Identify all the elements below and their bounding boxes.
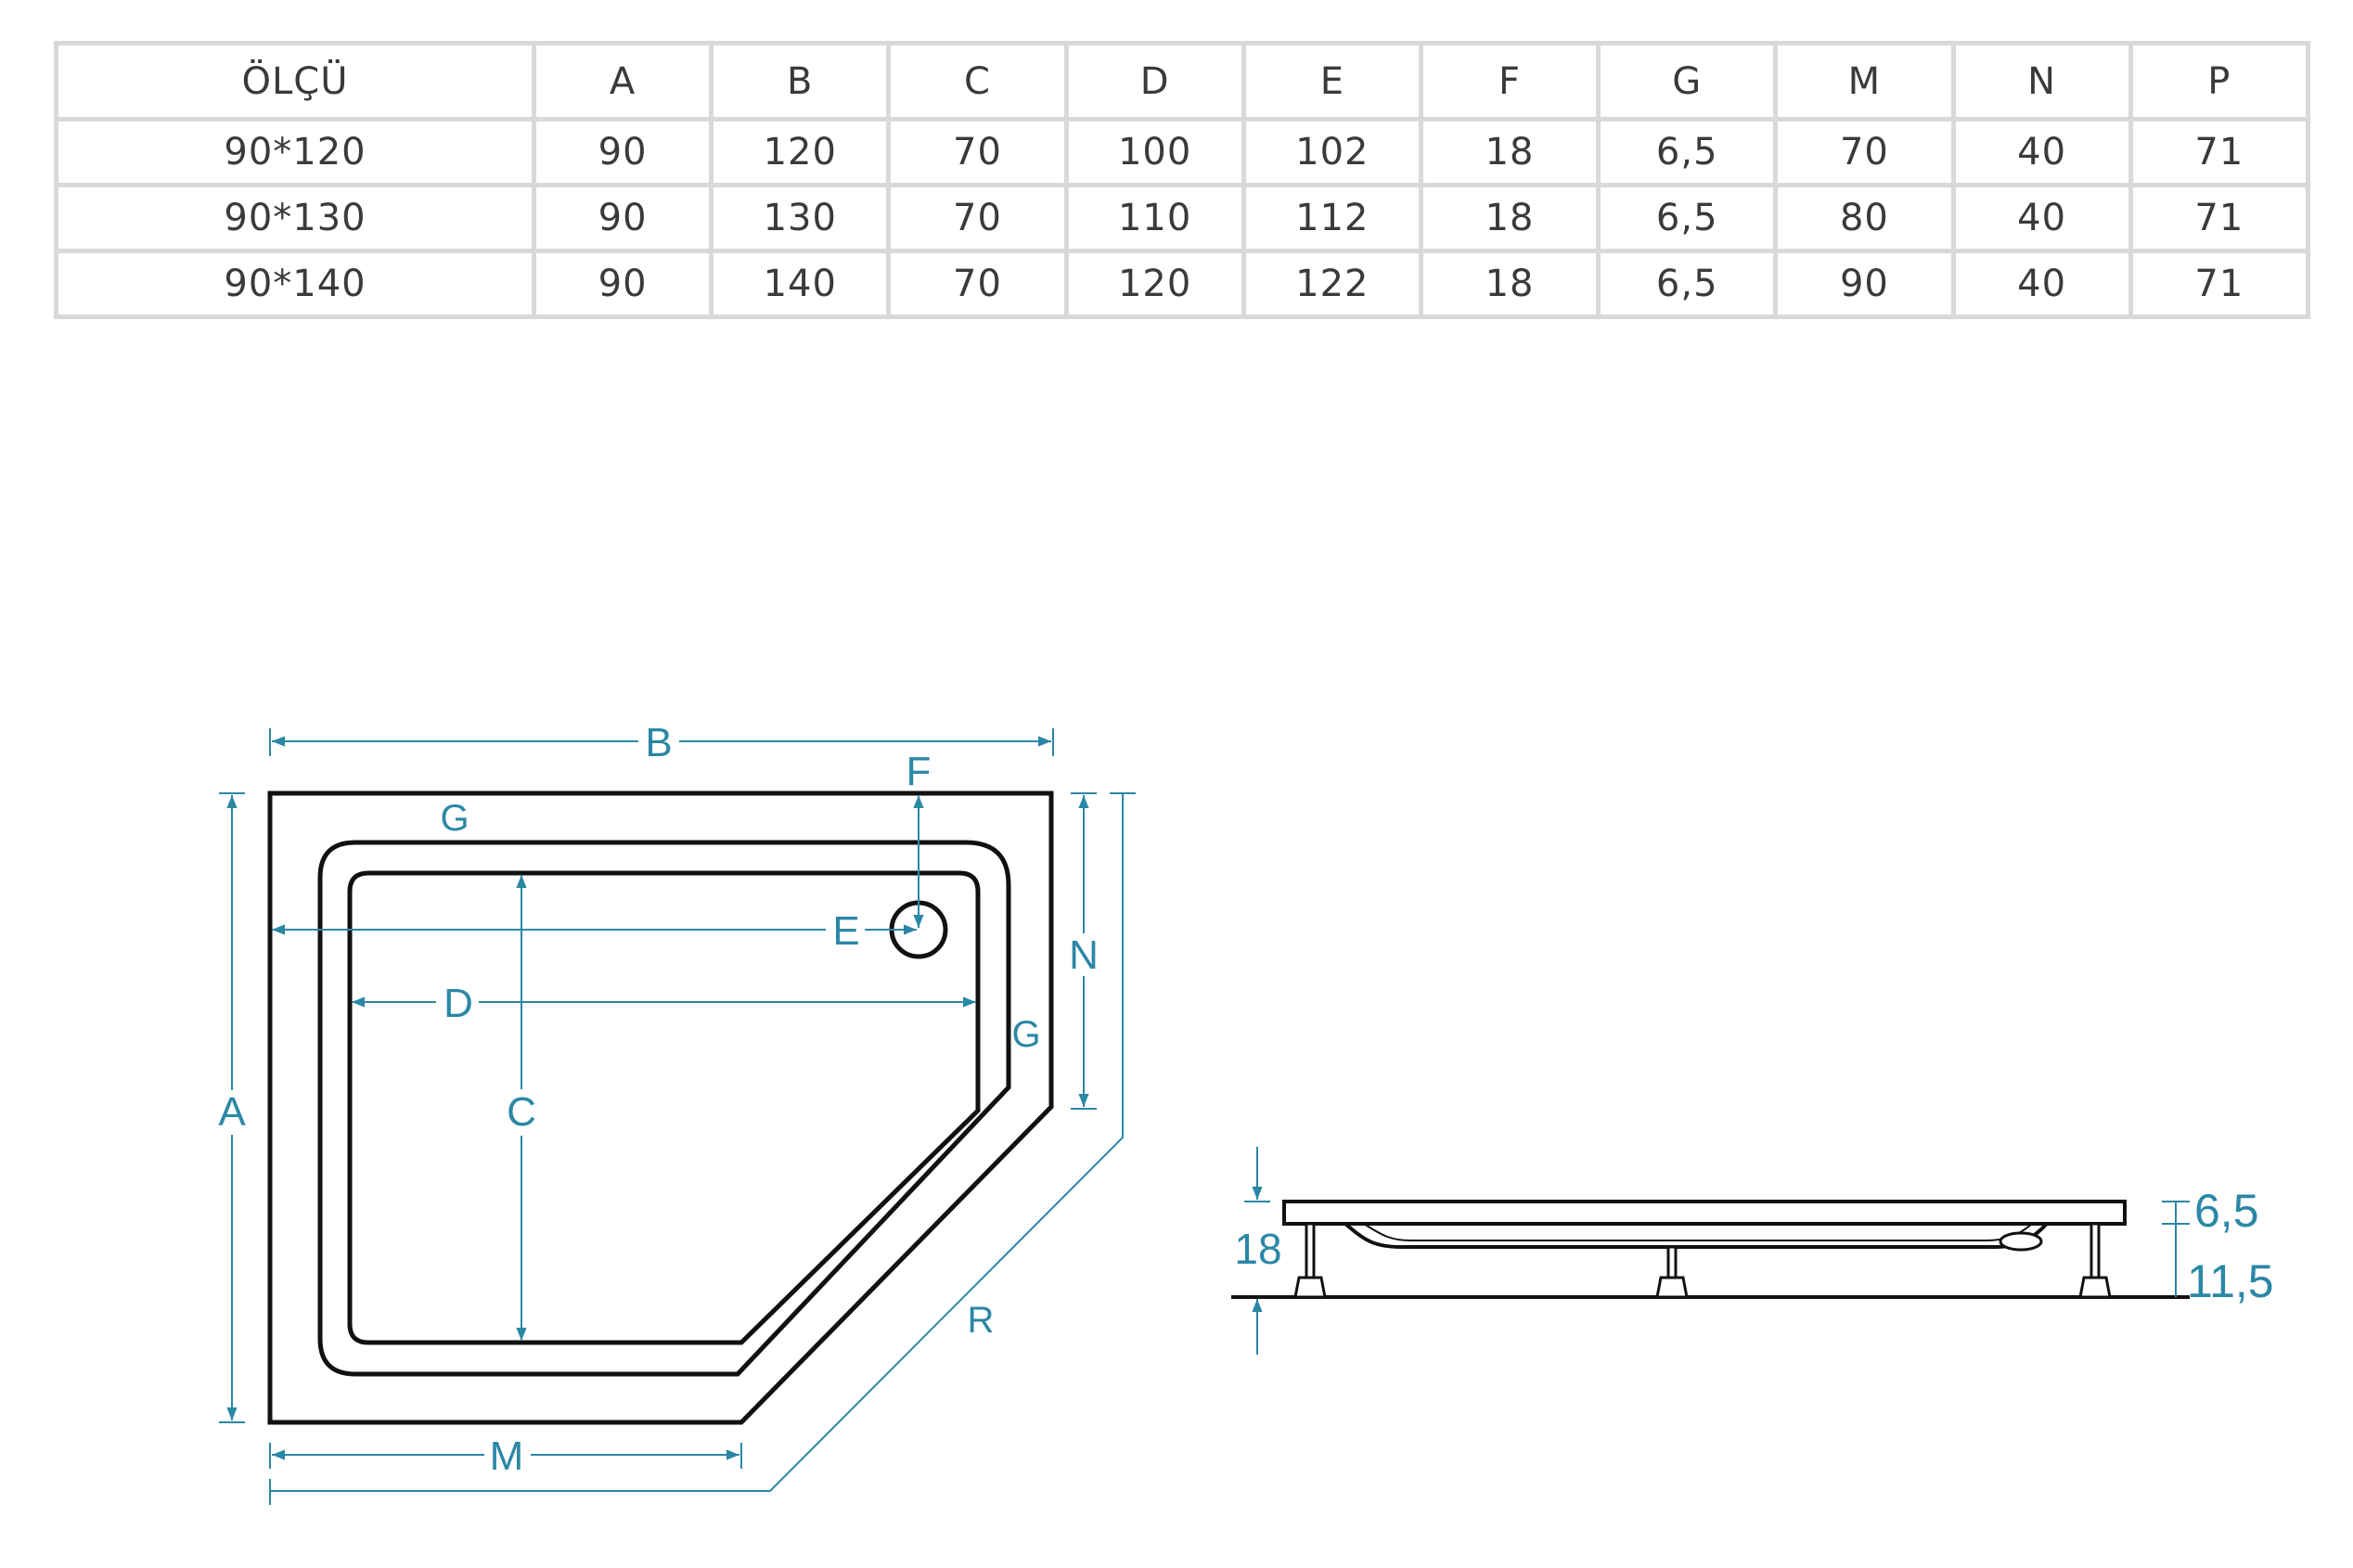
table-cell: 71 <box>2132 187 2306 249</box>
label-r: R <box>968 1300 995 1341</box>
table-cell: 6,5 <box>1601 122 1774 183</box>
label-d: D <box>444 981 473 1026</box>
table-header-row: ÖLÇÜ A B C D E F G M N P <box>58 45 2306 117</box>
table-cell: 130 <box>714 187 887 249</box>
leg-middle <box>1655 1245 1689 1299</box>
tray-outer-outline <box>267 790 1054 1425</box>
header-a: A <box>536 45 710 117</box>
table-cell: 120 <box>714 122 887 183</box>
table-cell: 6,5 <box>1601 253 1774 315</box>
table-cell: 90 <box>1778 253 1951 315</box>
side-view: 18 6,5 11,5 <box>1231 1147 2274 1355</box>
label-c: C <box>507 1089 536 1135</box>
label-a: A <box>218 1089 246 1135</box>
leg-left <box>1293 1222 1327 1299</box>
label-n: N <box>1069 932 1099 978</box>
table-cell: 18 <box>1422 253 1597 315</box>
table-cell: 90 <box>536 122 710 183</box>
leg-right <box>2078 1222 2112 1299</box>
table-cell: 40 <box>1955 253 2128 315</box>
table-cell: 120 <box>1068 253 1241 315</box>
label-g-side: G <box>1011 1014 1040 1055</box>
table-cell: 70 <box>891 253 1064 315</box>
table-cell: 102 <box>1245 122 1419 183</box>
header-c: C <box>891 45 1064 117</box>
header-b: B <box>714 45 887 117</box>
header-f: F <box>1422 45 1597 117</box>
table-cell: 40 <box>1955 122 2128 183</box>
table-row: 90*140 90 140 70 120 122 18 6,5 90 40 71 <box>58 253 2306 315</box>
label-rim-6-5: 6,5 <box>2194 1185 2259 1237</box>
table-cell: 100 <box>1068 122 1241 183</box>
header-p: P <box>2132 45 2306 117</box>
table-cell: 90*140 <box>58 253 532 315</box>
table-cell: 71 <box>2132 253 2306 315</box>
table-cell: 40 <box>1955 187 2128 249</box>
table-cell: 71 <box>2132 122 2306 183</box>
tray-basin-outline <box>347 870 981 1345</box>
table-cell: 140 <box>714 253 887 315</box>
label-f: F <box>906 749 932 794</box>
header-n: N <box>1955 45 2128 117</box>
dim-line-r <box>270 793 1124 1492</box>
drain-profile <box>1999 1231 2043 1252</box>
header-m: M <box>1778 45 1951 117</box>
tray-rim-outline <box>317 840 1011 1377</box>
table-row: 90*130 90 130 70 110 112 18 6,5 80 40 71 <box>58 187 2306 249</box>
header-e: E <box>1245 45 1419 117</box>
header-d: D <box>1068 45 1241 117</box>
table-cell: 110 <box>1068 187 1241 249</box>
table-cell: 90 <box>536 187 710 249</box>
table-cell: 90 <box>536 253 710 315</box>
table-cell: 80 <box>1778 187 1951 249</box>
table-cell: 18 <box>1422 187 1597 249</box>
label-m: M <box>490 1433 524 1479</box>
table-row: 90*120 90 120 70 100 102 18 6,5 70 40 71 <box>58 122 2306 183</box>
label-g-top: G <box>440 798 469 839</box>
header-g: G <box>1601 45 1774 117</box>
label-height-18: 18 <box>1234 1225 1281 1273</box>
table-cell: 70 <box>891 122 1064 183</box>
header-olcu: ÖLÇÜ <box>58 45 532 117</box>
top-view: B A C D E F G G N M R <box>212 720 1136 1505</box>
table-cell: 70 <box>1778 122 1951 183</box>
table-cell: 6,5 <box>1601 187 1774 249</box>
table-cell: 112 <box>1245 187 1419 249</box>
label-base-11-5: 11,5 <box>2187 1255 2274 1307</box>
table-cell: 90*130 <box>58 187 532 249</box>
label-b: B <box>645 720 672 765</box>
tray-rim <box>1282 1200 2127 1226</box>
label-e: E <box>832 908 859 954</box>
spec-table: ÖLÇÜ A B C D E F G M N P 90*120 90 120 7… <box>54 41 2310 319</box>
table-cell: 70 <box>891 187 1064 249</box>
table-cell: 18 <box>1422 122 1597 183</box>
tray-basin-profile <box>1344 1222 2049 1249</box>
table-cell: 90*120 <box>58 122 532 183</box>
table-cell: 122 <box>1245 253 1419 315</box>
